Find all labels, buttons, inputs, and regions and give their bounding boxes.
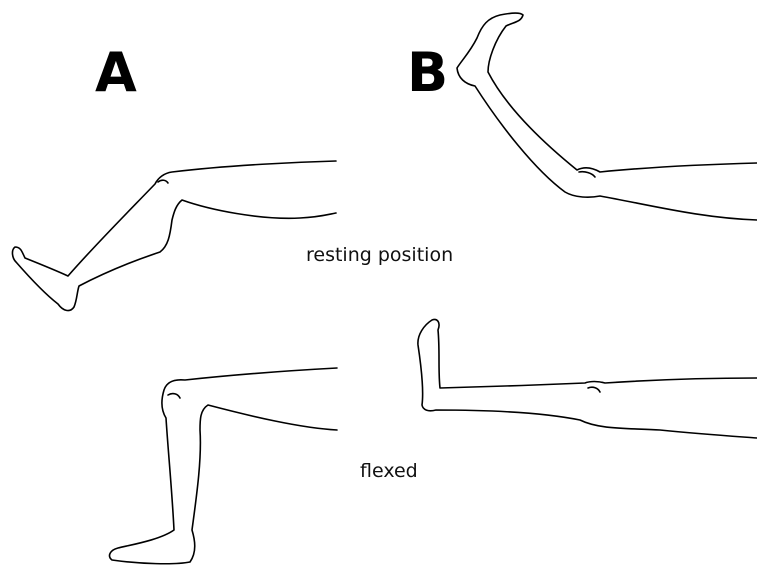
leg-a-flexed-knee-mark bbox=[168, 394, 180, 398]
leg-b-resting-upper-outline bbox=[457, 13, 757, 220]
leg-b-resting-knee-mark bbox=[579, 172, 595, 177]
leg-b-flexed-knee-mark bbox=[588, 387, 600, 392]
leg-b-flexed bbox=[418, 319, 757, 438]
leg-a-flexed bbox=[110, 368, 337, 564]
leg-a-resting-knee-mark bbox=[158, 180, 168, 183]
leg-b-resting bbox=[457, 13, 757, 220]
leg-b-flexed-upper-outline bbox=[418, 319, 757, 438]
leg-a-resting-upper-outline bbox=[12, 161, 336, 311]
leg-a-resting bbox=[12, 161, 336, 311]
leg-a-flexed-upper-outline bbox=[110, 368, 337, 564]
